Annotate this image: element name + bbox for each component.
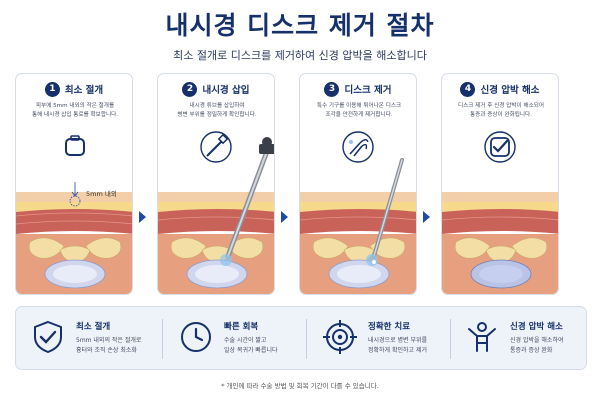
- benefit-description: 내시경으로 병변 부위를 정확하게 확인하고 제거: [368, 337, 428, 354]
- benefit-fast-recovery: 빠른 회복 수술 시간이 짧고 일상 복귀가 빠릅니다: [168, 307, 308, 371]
- step-card-3: 3 디스크 제거 특수 기구를 이용해 튀어나온 디스크 조각을 안전하게 제거…: [299, 73, 417, 295]
- endoscope-icon: [200, 131, 232, 163]
- footnote: * 개인에 따라 수술 방법 및 회복 기간이 다를 수 있습니다.: [221, 382, 379, 390]
- step-description: 피부에 5mm 내외의 작은 절개를 통해 내시경 삽입 통로를 확보합니다.: [31, 103, 119, 118]
- benefit-title: 정확한 치료: [368, 322, 411, 332]
- benefit-precise-treatment: 정확한 치료 내시경으로 병변 부위를 정확하게 확인하고 제거: [312, 307, 452, 371]
- step-number: 4: [460, 81, 476, 97]
- benefits-panel: 최소 절개 5mm 내외의 작은 절개로 흉터와 조직 손상 최소화 빠른 회복…: [15, 306, 587, 370]
- step-number: 2: [182, 81, 198, 97]
- benefit-title: 신경 압박 해소: [510, 322, 563, 332]
- person-icon: [468, 322, 496, 352]
- step-description: 디스크 제거 후 신경 압박이 해소되어 통증과 증상이 완화됩니다.: [457, 103, 545, 118]
- step-arrow: [281, 211, 288, 223]
- step-title: 디스크 제거: [344, 85, 392, 96]
- forceps-icon: [342, 131, 374, 163]
- benefit-title: 최소 절개: [76, 322, 111, 332]
- step-title: 내시경 삽입: [202, 85, 250, 96]
- anatomy-illustration: [442, 192, 558, 294]
- anatomy-illustration: [300, 158, 416, 294]
- steps-row: 1 최소 절개 피부에 5mm 내외의 작은 절개를 통해 내시경 삽입 통로를…: [15, 73, 587, 295]
- step-description: 특수 기구를 이용해 튀어나온 디스크 조각을 안전하게 제거합니다.: [316, 103, 402, 118]
- benefit-title: 빠른 회복: [224, 322, 259, 332]
- anatomy-illustration: [16, 182, 132, 294]
- benefit-description: 5mm 내외의 작은 절개로 흉터와 조직 손상 최소화: [76, 337, 142, 354]
- divider: [162, 319, 163, 359]
- benefit-minimal-incision: 최소 절개 5mm 내외의 작은 절개로 흉터와 조직 손상 최소화: [20, 307, 160, 371]
- page-subtitle: 최소 절개로 디스크를 제거하여 신경 압박을 해소합니다: [173, 49, 427, 62]
- step-number: 3: [324, 81, 340, 97]
- shield-check-icon: [34, 320, 62, 354]
- bandage-icon: [65, 135, 85, 156]
- divider: [306, 319, 307, 359]
- page-title: 내시경 디스크 제거 절차: [165, 11, 435, 40]
- step-description: 내시경 튜브를 삽입하여 병변 부위를 정밀하게 확인합니다.: [177, 103, 257, 118]
- benefit-description: 수술 시간이 짧고 일상 복귀가 빠릅니다: [224, 337, 278, 354]
- step-card-1: 1 최소 절개 피부에 5mm 내외의 작은 절개를 통해 내시경 삽입 통로를…: [15, 73, 133, 295]
- target-icon: [323, 320, 357, 354]
- benefit-description: 신경 압박을 해소하여 통증과 증상 완화: [510, 337, 564, 354]
- step-arrow: [423, 211, 430, 223]
- step-card-2: 2 내시경 삽입 내시경 튜브를 삽입하여 병변 부위를 정밀하게 확인합니다.: [157, 73, 275, 295]
- step-arrow: [139, 211, 146, 223]
- benefit-nerve-relief: 신경 압박 해소 신경 압박을 해소하여 통증과 증상 완화: [454, 307, 594, 371]
- step-card-4: 4 신경 압박 해소 디스크 제거 후 신경 압박이 해소되어 통증과 증상이 …: [441, 73, 559, 295]
- divider: [450, 319, 451, 359]
- step-title: 신경 압박 해소: [480, 85, 540, 96]
- anatomy-illustration: [158, 137, 274, 294]
- check-icon: [484, 131, 516, 163]
- clock-icon: [181, 322, 211, 352]
- step-number: 1: [44, 81, 60, 97]
- step-title: 최소 절개: [64, 85, 104, 96]
- incision-size-label: 5mm 내외: [86, 190, 117, 198]
